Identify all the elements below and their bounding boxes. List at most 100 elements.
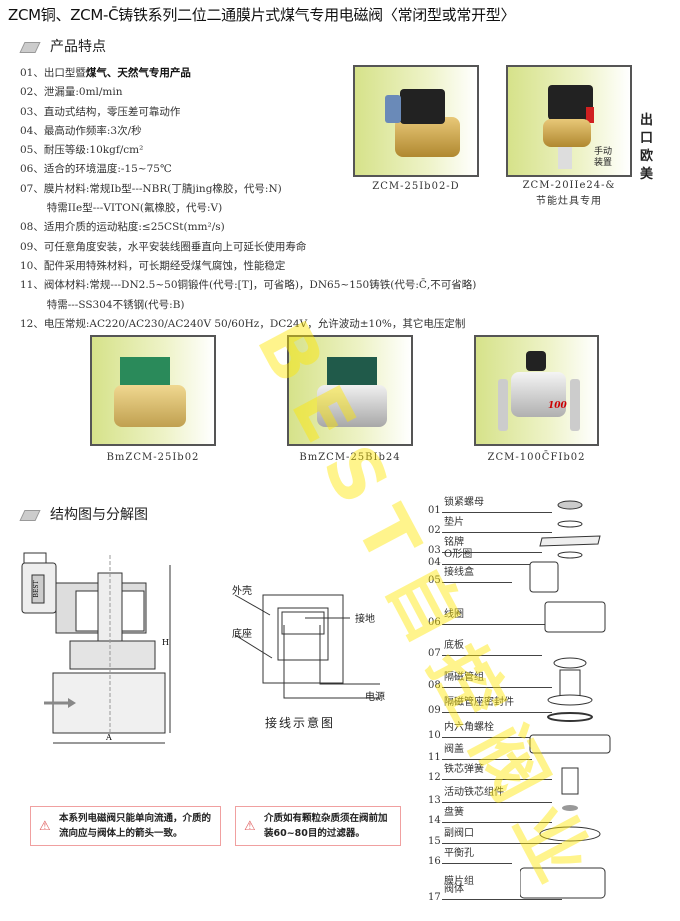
export-label: 出口欧美 [640,113,654,182]
wiring-diagram [234,594,380,699]
photo-caption: ZCM-25Ib02-D [372,181,460,192]
part-number: 09 [428,705,441,716]
leader-line [442,899,562,900]
part-label: 铁芯弹簧 [444,764,484,775]
part-label: 膜片组 [444,876,474,887]
product-photo: 手动装置 [506,65,632,177]
warning-filter: ⚠介质如有颗粒杂质须在阀前加装60~80目的过滤器。 [235,806,401,846]
photo-caption: ZCM-100C̄FIb02 [487,452,586,463]
feature-item: 特需---SS304不锈钢(代号:B) [20,298,185,311]
feature-item: 03、直动式结构，零压差可靠动作 [20,105,181,118]
photo-caption: BmZCM-25BIb24 [299,452,401,463]
feature-item: 01、出口型暨煤气、天然气专用产品 [20,67,191,79]
section-header-structure: 结构图与分解图 [19,504,148,524]
feature-item: 04、最高动作频率:3次/秒 [20,124,142,137]
part-label: 阀盖 [444,744,464,755]
part-label: 内六角螺栓 [444,722,494,733]
section-header-features: 产品特点 [19,36,106,56]
exploded-view-drawing [520,500,611,899]
part-number: 11 [428,752,441,763]
feature-item: 05、耐压等级:10kgf/cm² [20,144,144,157]
coil-brand: BEST [33,581,40,598]
leader-line [442,655,542,656]
feature-item: 12、电压常规:AC220/AC230/AC240V 50/60Hz，DC24V… [20,317,466,330]
feature-item: 10、配件采用特殊材料，可长期经受煤气腐蚀，性能稳定 [20,259,286,272]
valve-cross-section-diagram: BEST H A [21,552,171,744]
feature-item: 11、阀体材料:常规---DN2.5~50铜锻件(代号:[T]，可省略)，DN6… [20,279,477,292]
photo-caption-sub: 节能灶具专用 [536,196,602,207]
part-number: 13 [428,795,441,806]
leader-line [442,552,542,553]
part-label: 线圈 [444,609,464,620]
dim-h-label: H [162,638,169,647]
leader-line [442,564,552,565]
product-photo [353,65,479,177]
part-label: 副阀口 [444,828,474,839]
section-marker-icon [19,41,41,53]
size-badge: 100 [548,401,567,411]
part-number: 01 [428,505,441,516]
part-number: 15 [428,836,441,847]
part-label: 活动铁芯组件 [444,787,504,798]
feature-item: 特需IIe型---VITON(氟橡胶，代号:V) [20,202,223,215]
leader-line [442,802,552,803]
ground-label: 接地 [355,614,375,625]
part-number: 16 [428,856,441,867]
warning-flow-direction: ⚠本系列电磁阀只能单向流通，介质的流向应与阀体上的箭头一致。 [30,806,221,846]
warning-icon: ⚠ [39,819,51,834]
leader-line [442,863,512,864]
part-label: 锁紧螺母 [444,497,484,508]
leader-line [442,843,562,844]
part-label: 平衡孔 [444,848,474,859]
section-title: 产品特点 [50,39,106,55]
part-label: 铭牌 [444,537,464,548]
part-number: 04 [428,557,441,568]
part-label: O形圈 [444,549,473,560]
leader-line [442,712,552,713]
dim-a-label: A [105,733,112,742]
part-label: 阀体 [444,884,464,895]
leader-line [442,779,552,780]
page-title: ZCM铜、ZCM-C̄铸铁系列二位二通膜片式煤气专用电磁阀〈常闭型或常开型〉 [8,6,516,24]
feature-item: 08、适用介质的运动粘度:≤25CSt(mm²/s) [20,221,225,234]
product-photo [287,335,413,446]
part-number: 05 [428,575,441,586]
part-number: 08 [428,680,441,691]
feature-item: 09、可任意角度安装，水平安装线圈垂直向上可延长使用寿命 [20,240,307,253]
wiring-caption: 接线示意图 [265,716,336,730]
leader-line [442,624,552,625]
photo-caption: ZCM-20IIe24-& [522,180,616,191]
feature-item: 07、膜片材料:常规Ib型---NBR(丁腈jing橡胶，代号:N) [20,182,282,195]
part-label: 盘簧 [444,807,464,818]
part-number: 10 [428,730,441,741]
leader-line [442,759,532,760]
part-label: 隔磁管组 [444,672,484,683]
base-label: 底座 [232,629,252,640]
part-label: 隔磁管座密封件 [444,697,514,708]
manual-device-label: 手动装置 [594,147,613,168]
part-number: 07 [428,648,441,659]
part-number: 02 [428,525,441,536]
product-photo [90,335,216,446]
part-number: 12 [428,772,441,783]
leader-line [442,822,552,823]
leader-line [442,582,512,583]
power-label: 电源 [365,692,385,703]
feature-list: 01、出口型暨煤气、天然气专用产品 02、泄漏量:0ml/min 03、直动式结… [20,64,476,334]
part-number: 17 [428,892,441,903]
part-label: 接线盒 [444,567,474,578]
feature-item: 06、适合的环境温度:-15~75℃ [20,163,172,176]
part-number: 14 [428,815,441,826]
part-label: 垫片 [444,517,464,528]
product-photo: 100 [474,335,599,446]
shell-label: 外壳 [232,586,252,597]
leader-line [442,532,552,533]
leader-line [442,737,532,738]
feature-item: 02、泄漏量:0ml/min [20,86,123,99]
leader-line [442,512,552,513]
part-number: 06 [428,617,441,628]
warning-icon: ⚠ [244,819,256,834]
part-number: 03 [428,545,441,556]
section-title: 结构图与分解图 [50,507,148,523]
leader-line [442,687,552,688]
